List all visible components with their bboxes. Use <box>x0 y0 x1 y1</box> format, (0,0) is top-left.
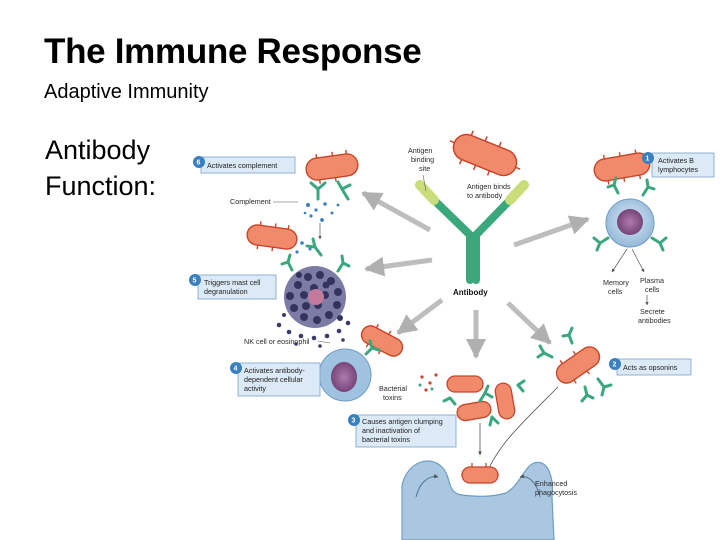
phagocyte-group: Enhanced phagocytosis <box>401 460 577 540</box>
secrete-antibodies-label-1: Secrete <box>640 307 665 316</box>
function-5-line-1: Triggers mast cell <box>204 278 261 287</box>
slide-label-line-1: Antibody <box>45 135 151 165</box>
function-box-4: 4 Activates antibody- dependent cellular… <box>230 362 321 397</box>
antigen-binds-label-1: Antigen binds <box>467 182 511 191</box>
complement-group: Complement <box>230 149 359 257</box>
function-1-line-2: lymphocytes <box>658 165 698 174</box>
slide-title: The Immune Response <box>44 32 422 71</box>
memory-cells-label-1: Memory <box>603 278 629 287</box>
nk-cell-group: NK cell or eosinophil <box>244 324 404 402</box>
function-number-1: 1 <box>646 156 650 163</box>
mast-cell-group <box>276 253 351 348</box>
antigen-binds-label-2: to antibody <box>467 191 503 200</box>
secrete-antibodies-label-2: antibodies <box>638 316 671 325</box>
plasma-cells-label-2: cells <box>645 285 660 294</box>
function-3-line-2: and inactivation of <box>362 426 420 435</box>
slide-label-line-2: Function: <box>45 171 157 201</box>
antigen-binding-site-label-1: Antigen <box>408 146 432 155</box>
function-3-line-3: bacterial toxins <box>362 435 410 444</box>
function-box-5: 5 Triggers mast cell degranulation <box>189 274 277 300</box>
function-box-2: 2 Acts as opsonins <box>609 358 692 376</box>
opsonin-group <box>485 326 613 476</box>
function-3-line-1: Causes antigen clumping <box>362 417 443 426</box>
function-number-2: 2 <box>613 362 617 369</box>
central-antibody <box>415 180 529 284</box>
function-box-1: 1 Activates B lymphocytes <box>642 152 715 178</box>
function-4-line-3: activity <box>244 384 266 393</box>
antigen-binding-site-label-2: binding <box>411 155 434 164</box>
function-6-line-1: Activates complement <box>207 161 277 170</box>
complement-label: Complement <box>230 197 271 206</box>
central-bacterium <box>449 130 521 177</box>
slide-label: Antibody Function: <box>45 132 185 204</box>
plasma-cells-label-1: Plasma <box>640 276 664 285</box>
radiating-arrows <box>361 190 590 359</box>
clumping-group: Bacterial toxins <box>379 373 526 456</box>
function-number-3: 3 <box>352 418 356 425</box>
enhanced-phagocytosis-label-1: Enhanced <box>535 479 567 488</box>
b-lymphocyte-group: Memory cells Plasma cells Secrete antibo… <box>592 149 671 325</box>
function-number-5: 5 <box>193 278 197 285</box>
function-number-4: 4 <box>234 366 238 373</box>
function-4-line-2: dependent cellular <box>244 375 303 384</box>
antibody-function-diagram: Antigen binding site Antigen binds to an… <box>180 125 720 540</box>
slide-subtitle: Adaptive Immunity <box>44 81 209 103</box>
enhanced-phagocytosis-label-2: phagocytosis <box>535 488 577 497</box>
function-5-line-2: degranulation <box>204 287 248 296</box>
function-box-3: 3 Causes antigen clumping and inactivati… <box>348 414 457 448</box>
function-4-line-1: Activates antibody- <box>244 366 305 375</box>
memory-cells-label-2: cells <box>608 287 623 296</box>
bacterial-toxins-label-1: Bacterial <box>379 384 407 393</box>
antigen-binding-site-label-3: site <box>419 164 430 173</box>
antibody-label: Antibody <box>453 288 488 297</box>
nk-cell-label: NK cell or eosinophil <box>244 337 310 346</box>
function-2-line-1: Acts as opsonins <box>623 363 678 372</box>
bacterial-toxins-label-2: toxins <box>383 393 402 402</box>
function-number-6: 6 <box>197 160 201 167</box>
function-box-6: 6 Activates complement <box>193 156 296 174</box>
function-1-line-1: Activates B <box>658 156 694 165</box>
